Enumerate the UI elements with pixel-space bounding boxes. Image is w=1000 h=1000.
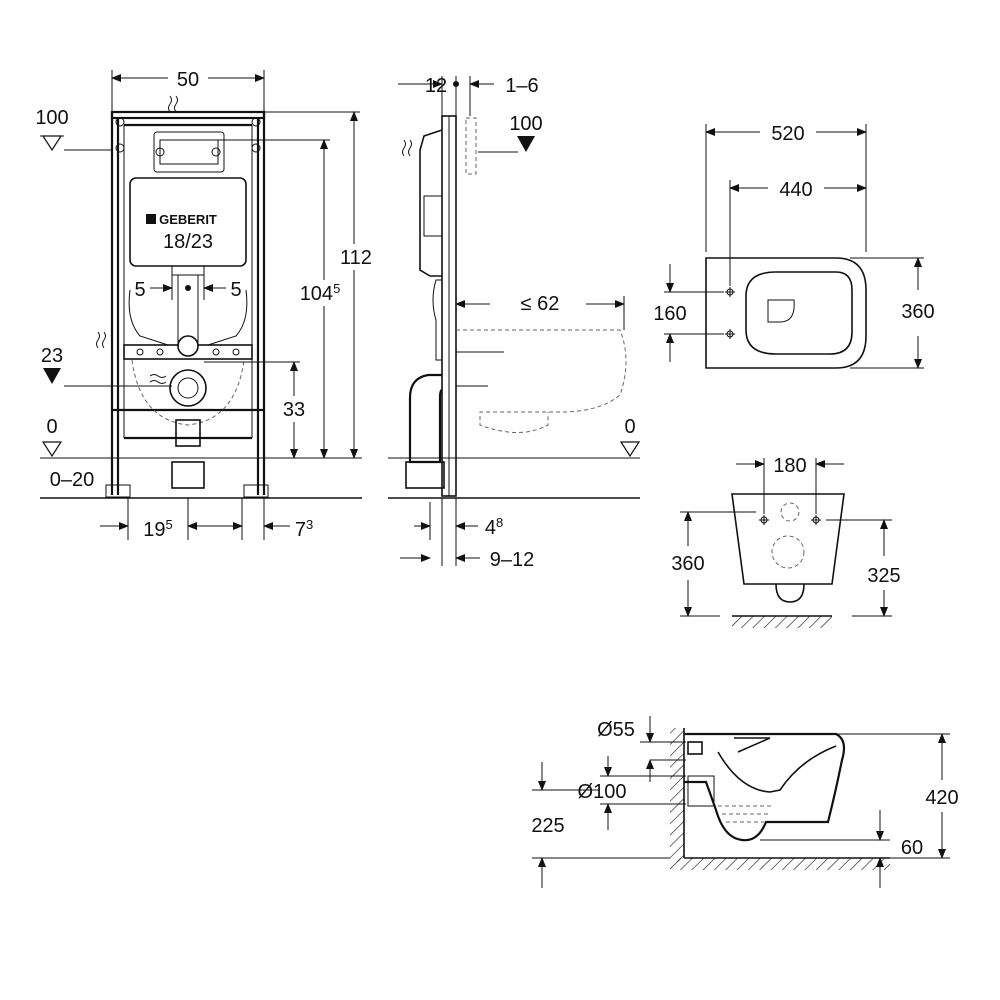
side-bowl-outline	[456, 329, 627, 433]
side-view: 12 1–6 100 ≤ 62 0 48 9–12	[388, 75, 641, 571]
front-width-label: 50	[177, 69, 199, 91]
side-cistern	[419, 129, 443, 277]
outlet-height-label: 225	[531, 815, 564, 837]
projection-label: ≤ 62	[521, 293, 560, 315]
front-floor-level-label: 0	[46, 416, 57, 438]
brand-logo: GEBERIT	[159, 212, 217, 227]
side-panel-range-label: 1–6	[505, 75, 538, 97]
right-offset-label: 5	[230, 279, 241, 301]
cistern	[129, 131, 247, 267]
side-bottom-b: 9–12	[490, 549, 535, 571]
section-total-height-label: 420	[925, 787, 958, 809]
top-hole-spacing-label: 160	[653, 303, 686, 325]
side-top-level-triangle-icon	[517, 136, 535, 152]
back-height-total-label: 360	[671, 553, 704, 575]
floor-range-label: 0–20	[50, 469, 95, 491]
frame-height-label: 1045	[300, 281, 341, 305]
bowl-top-outline	[705, 257, 867, 369]
dual-flush-label: 18/23	[163, 231, 213, 253]
bowl-back-outline	[731, 493, 845, 585]
side-bottom-a: 48	[485, 515, 503, 539]
side-floor-level-label: 0	[624, 416, 635, 438]
drain-flow-icon	[149, 374, 167, 384]
back-view: 180 360 325	[671, 455, 901, 628]
inlet-diameter-label: Ø55	[597, 719, 635, 741]
left-offset-label: 5	[134, 279, 145, 301]
side-wall-offset-label: 12	[425, 75, 447, 97]
inlet-level-triangle-icon	[43, 368, 61, 384]
back-height-bowl-label: 325	[867, 565, 900, 587]
side-drain-pipe	[408, 373, 443, 464]
front-top-level-label: 100	[35, 107, 68, 129]
frame-internals	[123, 266, 253, 489]
total-height-label: 112	[340, 247, 372, 269]
side-top-level-label: 100	[509, 113, 542, 135]
installation-frame	[105, 110, 269, 498]
section-bowl	[684, 732, 846, 842]
drain-height-label: 33	[283, 399, 305, 421]
front-view: 50 100 GEBERIT 18/23 5 5 23 33	[35, 69, 376, 541]
top-total-length-label: 520	[771, 123, 804, 145]
water-connection-icon	[96, 331, 106, 349]
top-width-label: 360	[901, 301, 934, 323]
bottom-right-dim: 73	[295, 517, 313, 541]
inlet-level-label: 23	[41, 345, 63, 367]
bottom-left-dim: 195	[143, 517, 172, 541]
floor-level-triangle-icon	[41, 441, 63, 458]
top-bowl-length-label: 440	[779, 179, 812, 201]
back-bolt-spacing-label: 180	[773, 455, 806, 477]
outlet-diameter-label: Ø100	[578, 781, 627, 803]
section-view: Ø55 Ø100 225 420 60	[531, 716, 959, 888]
rim-drop-label: 60	[901, 837, 923, 859]
side-water-inlet-icon	[402, 139, 412, 157]
side-floor-triangle-icon	[619, 441, 641, 458]
top-level-triangle-icon	[41, 135, 63, 152]
top-view: 520 440 160 360	[653, 123, 935, 369]
water-inlet-icon	[168, 95, 178, 113]
actuator-plate-outline	[465, 117, 477, 175]
